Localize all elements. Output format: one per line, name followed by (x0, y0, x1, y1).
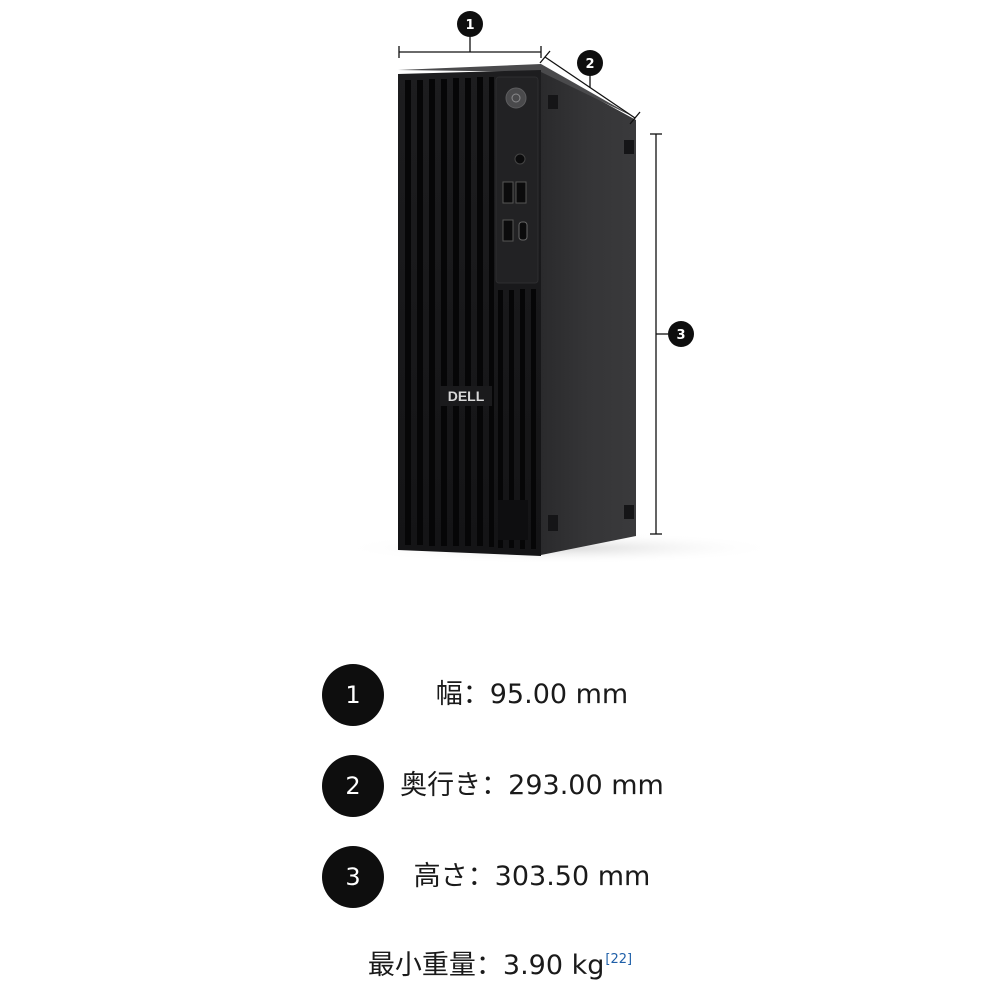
logo-plate (440, 386, 492, 406)
side-tab (548, 515, 558, 531)
side-tab (624, 505, 634, 519)
footnote-link[interactable]: [22] (605, 952, 633, 967)
dell-desktop-tower-figure: DELL 1 2 3 (340, 11, 780, 564)
callout-badge-1 (457, 11, 483, 37)
callout-badge-3 (668, 321, 694, 347)
spec-row-depth: 2 奥行き：293.00 mm (322, 755, 722, 819)
spec-label-width: 幅：95.00 mm (435, 679, 629, 710)
spec-number-badge: 2 (322, 755, 384, 817)
top-edge (398, 64, 636, 118)
headset-jack-icon (514, 153, 526, 165)
spec-number-badge: 3 (322, 846, 384, 908)
dell-logo: DELL (448, 388, 485, 404)
side-tab (548, 95, 558, 109)
usb-c-icon (518, 221, 528, 241)
weight-label: 最小重量：3.90 kg (367, 950, 605, 981)
bottom-vent (498, 500, 528, 540)
spec-row-height: 3 高さ：303.50 mm (322, 846, 722, 910)
usb-icon (502, 219, 514, 242)
side-tab (624, 140, 634, 154)
usb-icon (502, 181, 514, 204)
callout-label-2: 2 (585, 57, 594, 72)
minimum-weight: 最小重量：3.90 kg[22] (0, 942, 1000, 990)
front-grille (405, 77, 536, 549)
height-dimension-line (650, 133, 668, 535)
width-dimension-line (398, 37, 542, 58)
callout-label-3: 3 (676, 328, 685, 343)
depth-dimension-line (539, 50, 641, 125)
usb-icon (515, 181, 527, 204)
spec-label-height: 高さ：303.50 mm (413, 861, 651, 892)
spec-row-width: 1 幅：95.00 mm (322, 664, 722, 728)
power-symbol (511, 93, 521, 103)
spec-label-depth: 奥行き：293.00 mm (400, 770, 664, 801)
side-panel (541, 68, 636, 555)
callout-label-1: 1 (465, 18, 474, 33)
spec-number-badge: 1 (322, 664, 384, 726)
power-button-icon (505, 87, 527, 109)
callout-badge-2 (577, 50, 603, 76)
